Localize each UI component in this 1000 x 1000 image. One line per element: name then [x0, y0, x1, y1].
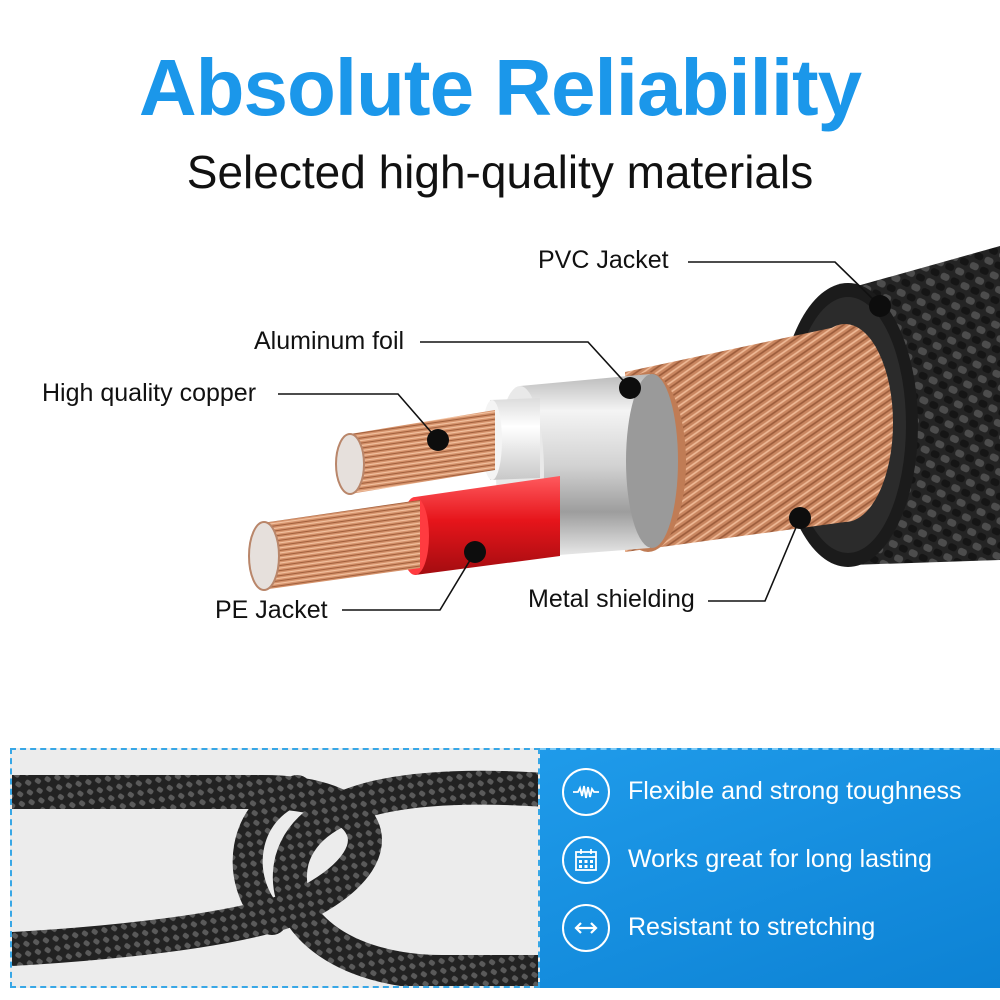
pe-jacket — [415, 476, 560, 575]
upper-copper-conductor — [350, 410, 495, 494]
feature-item-flexible: Flexible and strong toughness — [552, 762, 997, 822]
features-panel: Flexible and strong toughness Works grea… — [540, 748, 1000, 988]
feature-label: Works great for long lasting — [628, 845, 932, 873]
marker-dot-foil — [619, 377, 641, 399]
leader-pvc — [688, 261, 881, 307]
feature-section: Flexible and strong toughness Works grea… — [10, 748, 1000, 1000]
braided-cable-photo — [10, 748, 540, 988]
cable-cross-section-diagram — [248, 246, 1000, 611]
leader-copper — [278, 393, 439, 441]
leader-pe — [342, 551, 476, 611]
callout-pvc-jacket: PVC Jacket — [538, 246, 669, 274]
lower-copper-conductor — [262, 500, 420, 590]
marker-dot-shield — [789, 507, 811, 529]
feature-label: Resistant to stretching — [628, 913, 876, 941]
callout-aluminum-foil: Aluminum foil — [254, 327, 405, 355]
calendar-icon — [562, 836, 610, 884]
leader-foil — [420, 341, 631, 389]
marker-dot-pe — [464, 541, 486, 563]
callout-pe-jacket: PE Jacket — [215, 596, 328, 624]
marker-dot-copper — [427, 429, 449, 451]
feature-item-long-lasting: Works great for long lasting — [552, 830, 997, 890]
page-title: Absolute Reliability — [138, 43, 862, 132]
feature-item-stretch-resistant: Resistant to stretching — [552, 898, 997, 958]
marker-dot-pvc — [869, 295, 891, 317]
wave-signal-icon — [562, 768, 610, 816]
page-subtitle: Selected high-quality materials — [186, 146, 814, 198]
callout-high-quality-copper: High quality copper — [42, 379, 257, 407]
leader-shield — [708, 517, 801, 602]
callout-metal-shielding: Metal shielding — [528, 585, 695, 613]
feature-label: Flexible and strong toughness — [628, 777, 962, 805]
double-arrow-icon — [562, 904, 610, 952]
